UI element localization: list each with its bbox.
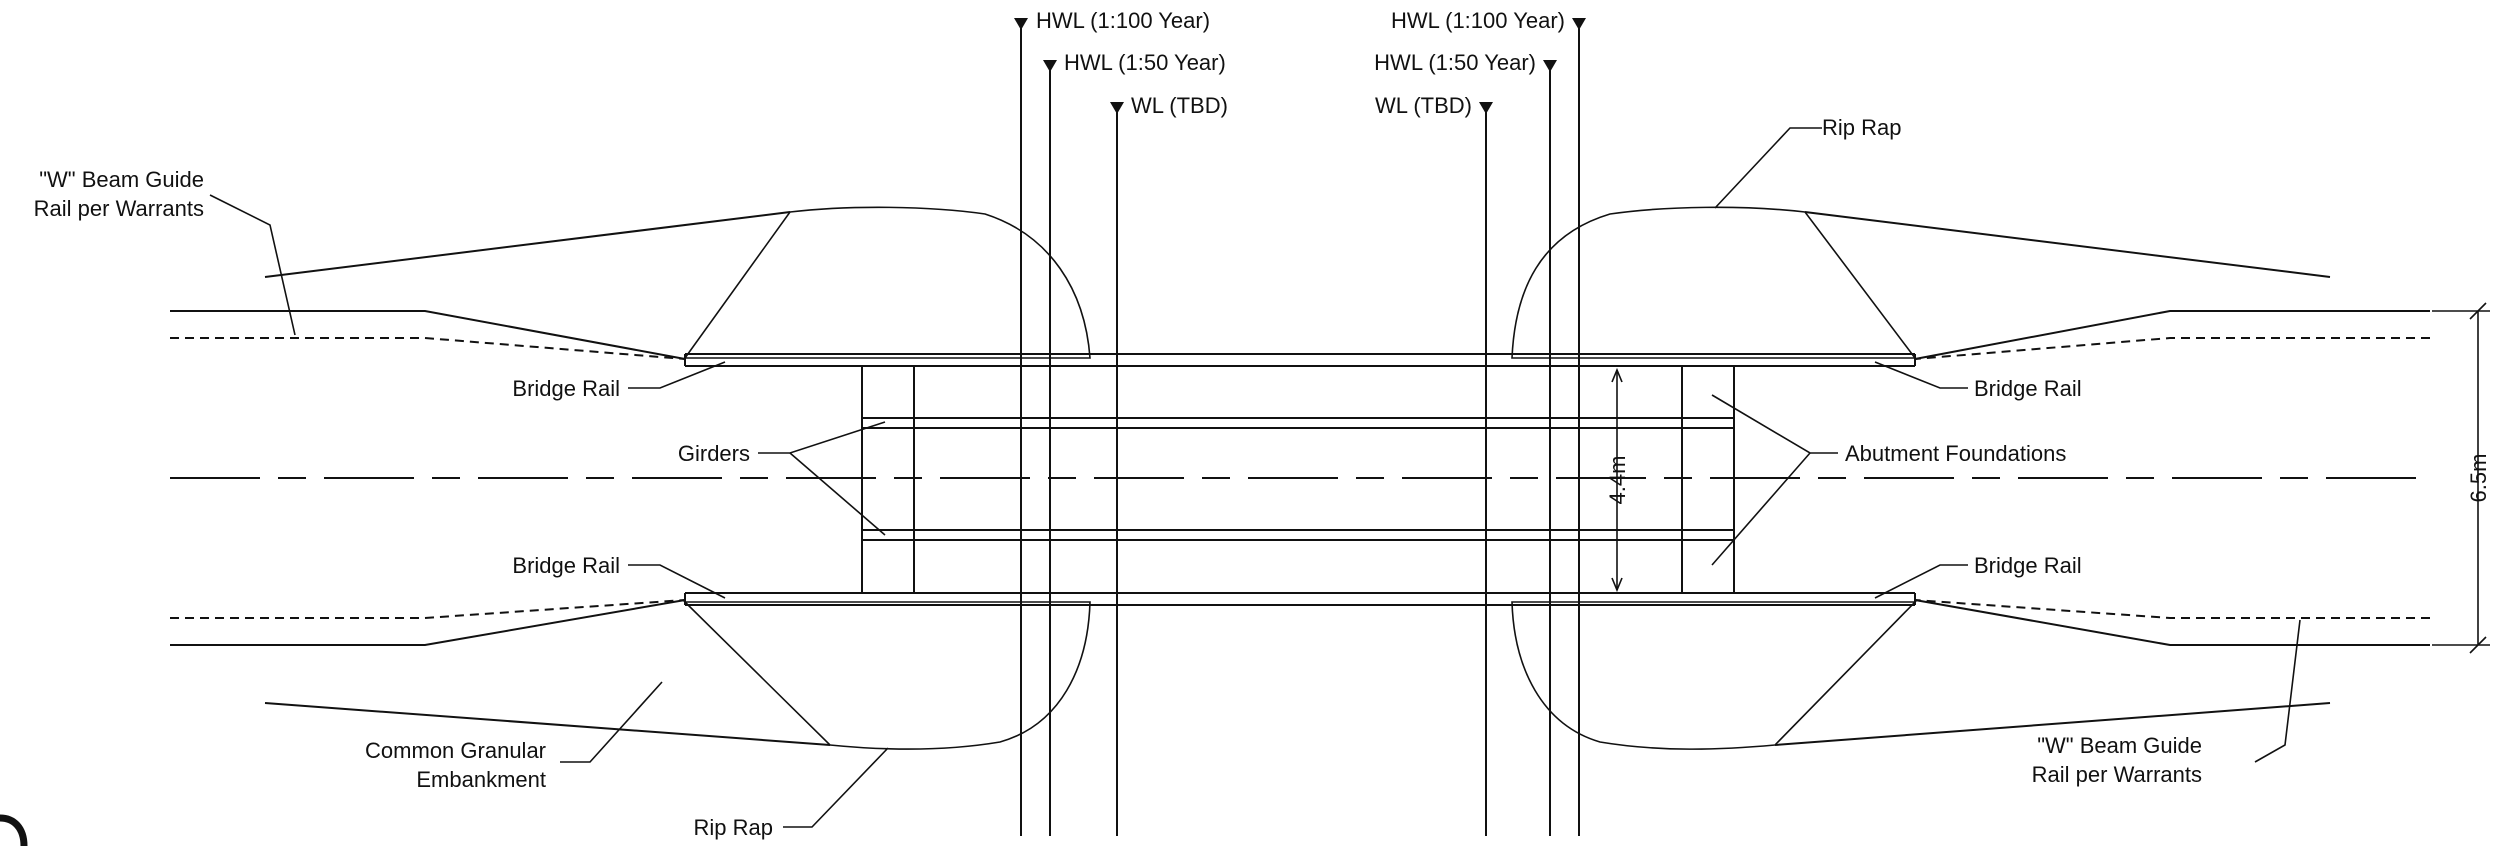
w-beam-left-leader	[209, 194, 296, 336]
deck-lines	[684, 353, 1916, 606]
hwl-50-left-marker	[1043, 60, 1057, 72]
label-bridge-rail-top-left: Bridge Rail	[512, 376, 620, 401]
rip-rap-fill-group	[683, 206, 1917, 750]
guide-rail-right-top	[1914, 337, 2430, 360]
label-hwl-50-left: HWL (1:50 Year)	[1064, 50, 1226, 75]
rip-rap-bottom-leader	[783, 747, 889, 828]
road-edge-left-bottom	[170, 599, 686, 646]
label-hwl-50-right: HWL (1:50 Year)	[1374, 50, 1536, 75]
label-bridge-rail-bottom-left: Bridge Rail	[512, 553, 620, 578]
guide-rail-left-top	[170, 337, 686, 360]
rip-rap-top-right	[1511, 206, 1917, 359]
label-bridge-rail-bottom-right: Bridge Rail	[1974, 553, 2082, 578]
girders-leader-2	[789, 452, 886, 536]
road-edge-left-top	[170, 310, 686, 360]
dim-inner-arrow-bottom	[1611, 577, 1623, 593]
bridge-rail-br-leader	[1874, 564, 1968, 599]
road-edge-right-bottom	[1914, 599, 2430, 646]
label-w-beam-left-2: Rail per Warrants	[34, 196, 204, 221]
wl-left-marker	[1110, 102, 1124, 114]
dim-outer-tick-bottom	[2469, 636, 2487, 654]
label-dim-inner: 4.4m	[1605, 456, 1630, 505]
bridge-rail-tr-leader	[1874, 361, 1968, 389]
label-rip-rap-top: Rip Rap	[1822, 115, 1901, 140]
dim-outer-tick-top	[2469, 302, 2487, 320]
label-hwl-100-left: HWL (1:100 Year)	[1036, 8, 1210, 33]
label-hwl-100-right: HWL (1:100 Year)	[1391, 8, 1565, 33]
dimensions	[1611, 302, 2490, 654]
embankment-top-right	[1804, 211, 2331, 278]
embankment-bottom-right	[1774, 702, 2331, 746]
label-dim-outer: 6.5m	[2466, 454, 2491, 503]
road-edge-right-top	[1914, 310, 2430, 360]
dim-inner-arrow-top	[1611, 367, 1623, 383]
label-rip-rap-bottom: Rip Rap	[694, 815, 773, 840]
label-embankment-2: Embankment	[416, 767, 546, 792]
label-girders: Girders	[678, 441, 750, 466]
label-abutment-foundations: Abutment Foundations	[1845, 441, 2066, 466]
roadway-approaches	[170, 211, 2430, 746]
label-bridge-rail-top-right: Bridge Rail	[1974, 376, 2082, 401]
text-labels: HWL (1:100 Year) HWL (1:50 Year) WL (TBD…	[34, 8, 2491, 840]
girders-leader-1	[758, 421, 886, 454]
rip-rap-top-left	[683, 206, 1091, 359]
leader-lines	[209, 127, 2301, 828]
hwl-100-right-marker	[1572, 18, 1586, 30]
bridge-rail-tl-leader	[628, 361, 726, 389]
w-beam-right-leader	[2254, 619, 2301, 763]
embankment-top-left	[264, 211, 791, 278]
label-wl-right: WL (TBD)	[1375, 93, 1472, 118]
rip-rap-top-leader	[1714, 127, 1822, 209]
bridge-rail-bl-leader	[628, 564, 726, 599]
corner-logo-icon	[0, 814, 28, 846]
label-wl-left: WL (TBD)	[1131, 93, 1228, 118]
rip-rap-bottom-right	[1511, 601, 1917, 750]
girders	[862, 417, 1734, 541]
hwl-50-right-marker	[1543, 60, 1557, 72]
embankment-bottom-left	[264, 702, 831, 746]
embankment-leader	[560, 681, 663, 763]
label-w-beam-left-1: "W" Beam Guide	[39, 167, 204, 192]
hwl-100-left-marker	[1014, 18, 1028, 30]
label-embankment-1: Common Granular	[365, 738, 546, 763]
abutment-leader-1	[1711, 394, 1838, 454]
wl-right-marker	[1479, 102, 1493, 114]
rip-rap-bottom-left	[683, 601, 1091, 750]
guide-rail-left-bottom	[170, 599, 686, 619]
guide-rail-right-bottom	[1914, 599, 2430, 619]
water-level-lines	[1014, 18, 1586, 836]
label-w-beam-right-2: Rail per Warrants	[2032, 762, 2202, 787]
abutment-foundations	[861, 366, 1735, 593]
abutment-leader-2	[1711, 452, 1811, 566]
label-w-beam-right-1: "W" Beam Guide	[2037, 733, 2202, 758]
